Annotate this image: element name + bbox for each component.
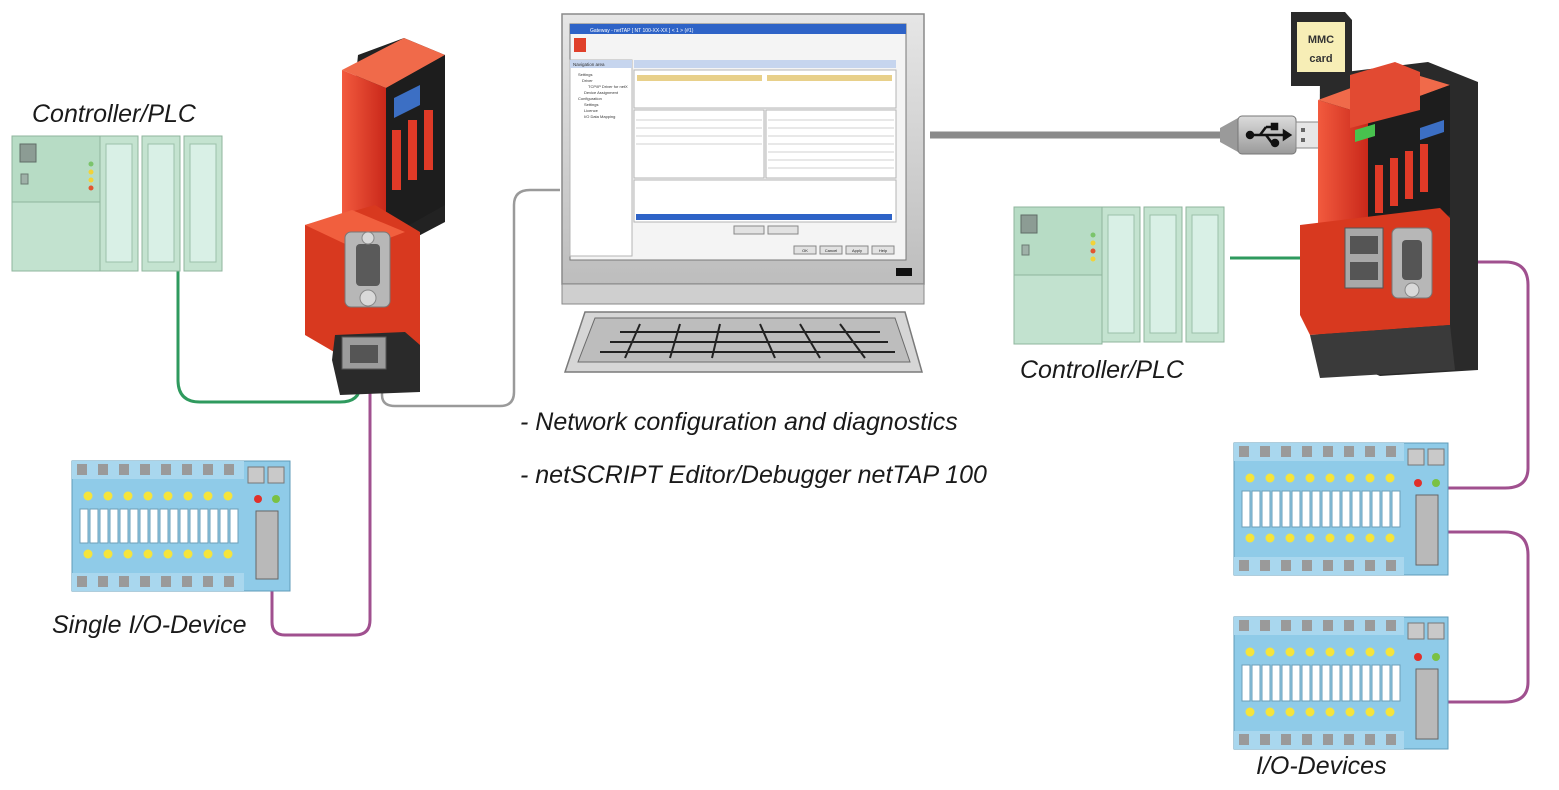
mmc-label-line1: MMC xyxy=(1308,34,1334,46)
screen-cancel-button: Cancel xyxy=(825,248,838,253)
bullet-network-config: - Network configuration and diagnostics xyxy=(520,408,958,436)
screen-nav-title: Navigation area xyxy=(573,62,605,67)
fieldbus-cable-right xyxy=(1420,260,1530,704)
computer xyxy=(561,13,925,373)
io-device-right-2 xyxy=(1233,616,1449,750)
fieldbus-cable-left xyxy=(270,248,372,637)
gateway-device-right xyxy=(1300,62,1478,378)
gateway-device-left xyxy=(305,38,445,395)
screen-nav-item: Settings xyxy=(584,102,598,107)
label-plc-left: Controller/PLC xyxy=(32,100,196,128)
mmc-label-line2: card xyxy=(1309,53,1332,65)
mmc-card xyxy=(1291,12,1362,100)
screen-nav-item: I/O Data Mapping xyxy=(584,114,615,119)
screen-nav-item: Device Assignment xyxy=(584,90,619,95)
label-io-devices: I/O-Devices xyxy=(1256,752,1387,780)
screen-ok-button: OK xyxy=(802,248,808,253)
io-device-right-1 xyxy=(1233,442,1449,576)
screen-apply-button: Apply xyxy=(852,248,862,253)
single-io-device xyxy=(71,460,291,592)
screen-nav-item: Settings xyxy=(578,72,592,77)
bullet-netscript-editor: - netSCRIPT Editor/Debugger netTAP 100 xyxy=(520,461,987,489)
label-single-io: Single I/O-Device xyxy=(52,611,247,639)
gray-cable-left xyxy=(380,188,560,408)
label-plc-right: Controller/PLC xyxy=(1020,356,1184,384)
screen-help-button: Help xyxy=(879,248,888,253)
usb-icon xyxy=(1245,122,1293,148)
screen-window-title: Gateway - netTAP [ NT 100-XX-XX ] < 1 > … xyxy=(590,28,694,34)
screen-nav-item: Configuration xyxy=(578,96,602,101)
screen-nav-item: Driver xyxy=(582,78,593,83)
screen-nav-item: TCP/IP Driver for netX xyxy=(588,84,628,89)
plc-right xyxy=(1013,206,1225,345)
screen-nav-item: Licence xyxy=(584,108,599,113)
plc-left xyxy=(11,135,223,272)
